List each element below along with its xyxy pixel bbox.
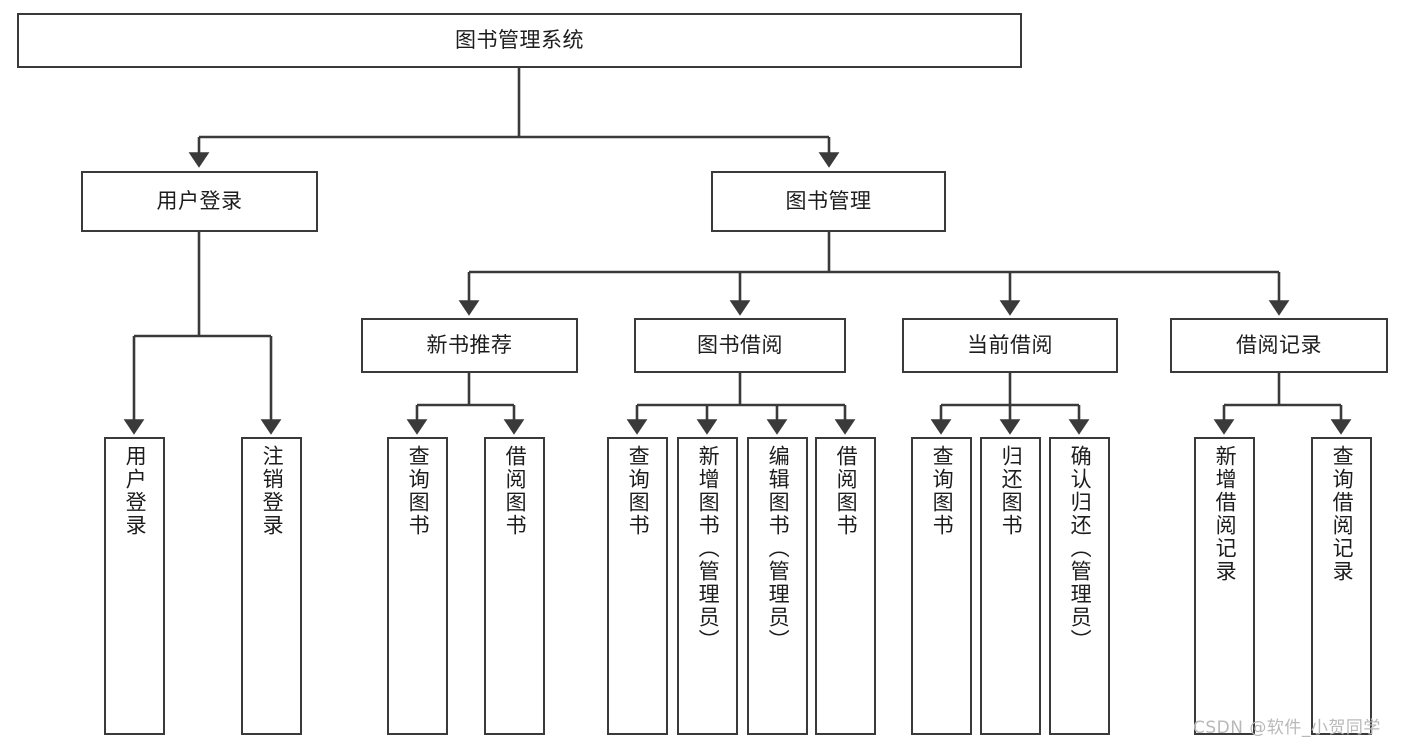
node-new-book-recommend-label: 新书推荐 — [426, 333, 513, 358]
node-user-login[interactable]: 用户登录 — [81, 171, 318, 232]
node-book-borrow-label: 图书借阅 — [697, 333, 783, 358]
node-leaf-logout-login[interactable]: 注销登录 — [241, 437, 302, 735]
node-new-book-recommend[interactable]: 新书推荐 — [361, 318, 578, 373]
node-book-manage[interactable]: 图书管理 — [711, 171, 946, 232]
node-leaf-user-login[interactable]: 用户登录 — [104, 437, 165, 735]
node-root-label: 图书管理系统 — [455, 28, 584, 53]
node-leaf-user-login-label: 用户登录 — [123, 445, 148, 537]
node-borrow-record[interactable]: 借阅记录 — [1170, 318, 1388, 373]
node-book-manage-label: 图书管理 — [785, 189, 872, 214]
node-leaf-borrow-book-2[interactable]: 借阅图书 — [815, 437, 876, 735]
node-leaf-add-book-admin[interactable]: 新增图书（管理员） — [677, 437, 738, 735]
node-leaf-query-book-2[interactable]: 查询图书 — [607, 437, 668, 735]
node-leaf-borrow-book-1-label: 借阅图书 — [503, 445, 528, 537]
node-current-borrow[interactable]: 当前借阅 — [902, 318, 1118, 373]
node-leaf-edit-book-admin[interactable]: 编辑图书（管理员） — [747, 437, 808, 735]
node-leaf-add-book-admin-label: 新增图书（管理员） — [696, 445, 721, 652]
node-leaf-borrow-book-1[interactable]: 借阅图书 — [484, 437, 545, 735]
node-leaf-confirm-return-admin-label: 确认归还（管理员） — [1068, 445, 1093, 652]
node-leaf-borrow-book-2-label: 借阅图书 — [834, 445, 859, 537]
node-leaf-add-borrow-record[interactable]: 新增借阅记录 — [1194, 437, 1255, 735]
node-leaf-query-borrow-record-label: 查询借阅记录 — [1330, 445, 1355, 583]
node-leaf-edit-book-admin-label: 编辑图书（管理员） — [766, 445, 791, 652]
node-leaf-query-book-3-label: 查询图书 — [930, 445, 955, 537]
node-leaf-query-book-1[interactable]: 查询图书 — [387, 437, 448, 735]
node-leaf-query-book-1-label: 查询图书 — [406, 445, 431, 537]
node-leaf-query-borrow-record[interactable]: 查询借阅记录 — [1311, 437, 1372, 735]
csdn-watermark: CSDN @软件_小贺同学 — [1193, 718, 1381, 738]
node-leaf-query-book-3[interactable]: 查询图书 — [911, 437, 972, 735]
node-leaf-confirm-return-admin[interactable]: 确认归还（管理员） — [1049, 437, 1110, 735]
node-borrow-record-label: 借阅记录 — [1236, 333, 1322, 358]
node-leaf-return-book[interactable]: 归还图书 — [980, 437, 1041, 735]
node-user-login-label: 用户登录 — [156, 189, 243, 214]
node-leaf-add-borrow-record-label: 新增借阅记录 — [1213, 445, 1238, 583]
node-current-borrow-label: 当前借阅 — [967, 333, 1053, 358]
node-leaf-logout-login-label: 注销登录 — [260, 445, 285, 537]
node-leaf-query-book-2-label: 查询图书 — [626, 445, 651, 537]
node-leaf-return-book-label: 归还图书 — [999, 445, 1024, 537]
node-root[interactable]: 图书管理系统 — [17, 13, 1022, 68]
node-book-borrow[interactable]: 图书借阅 — [634, 318, 846, 373]
